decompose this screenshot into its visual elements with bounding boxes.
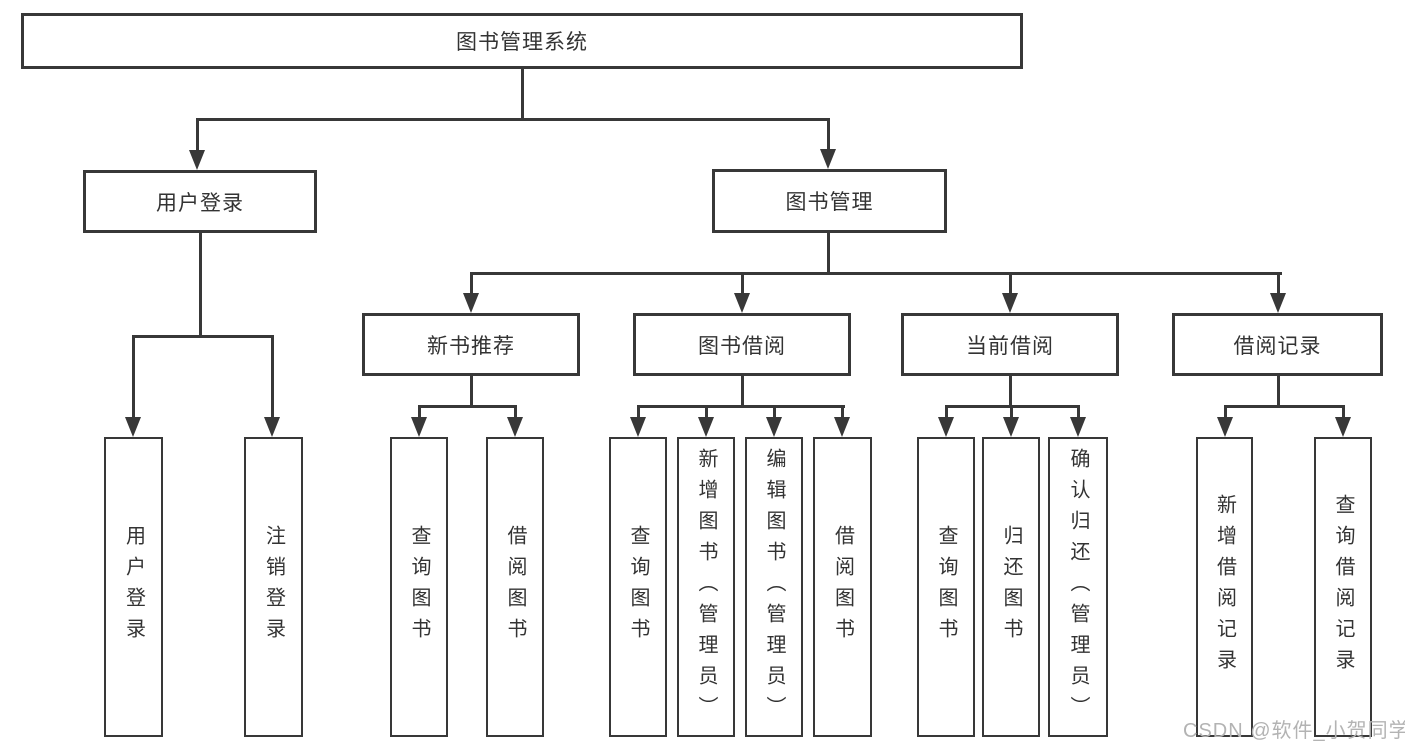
connector-line bbox=[469, 376, 473, 405]
connector-line bbox=[1076, 405, 1080, 417]
connector-line bbox=[826, 118, 830, 150]
connector-line bbox=[270, 335, 274, 417]
connector-line bbox=[944, 405, 948, 417]
connector-line bbox=[1009, 405, 1013, 417]
connector-line bbox=[1008, 376, 1012, 405]
connector-line bbox=[1008, 272, 1012, 293]
node-borrowing-records: 借阅记录 bbox=[1172, 313, 1383, 376]
csdn-watermark: CSDN @软件_小贺同学 bbox=[1183, 720, 1405, 742]
node-new-book-recommendation: 新书推荐 bbox=[362, 313, 580, 376]
arrow-down-icon bbox=[630, 417, 646, 437]
arrow-down-icon bbox=[1003, 417, 1019, 437]
leaf-edit-book-admin: 编辑图书（管理员） bbox=[745, 437, 803, 737]
connector-line bbox=[636, 405, 845, 408]
leaf-user-login: 用户登录 bbox=[104, 437, 163, 737]
arrow-down-icon bbox=[1002, 293, 1018, 313]
connector-line bbox=[826, 233, 830, 272]
node-book-borrowing: 图书借阅 bbox=[633, 313, 851, 376]
connector-line bbox=[469, 272, 1282, 275]
leaf-borrow-book-1: 借阅图书 bbox=[486, 437, 544, 737]
arrow-down-icon bbox=[463, 293, 479, 313]
arrow-down-icon bbox=[411, 417, 427, 437]
arrow-down-icon bbox=[834, 417, 850, 437]
arrow-down-icon bbox=[766, 417, 782, 437]
node-root-library-system: 图书管理系统 bbox=[21, 13, 1023, 69]
arrow-down-icon bbox=[1270, 293, 1286, 313]
connector-line bbox=[840, 405, 844, 417]
node-user-login: 用户登录 bbox=[83, 170, 317, 233]
arrow-down-icon bbox=[734, 293, 750, 313]
connector-line bbox=[636, 405, 640, 417]
connector-line bbox=[520, 66, 524, 118]
connector-line bbox=[740, 376, 744, 405]
arrow-down-icon bbox=[698, 417, 714, 437]
arrow-down-icon bbox=[264, 417, 280, 437]
connector-line bbox=[198, 233, 202, 335]
connector-line bbox=[469, 272, 473, 293]
arrow-down-icon bbox=[1217, 417, 1233, 437]
connector-line bbox=[131, 335, 274, 338]
arrow-down-icon bbox=[1335, 417, 1351, 437]
node-current-borrowing: 当前借阅 bbox=[901, 313, 1119, 376]
arrow-down-icon bbox=[820, 149, 836, 169]
connector-line bbox=[1223, 405, 1345, 408]
connector-line bbox=[740, 272, 744, 293]
connector-line bbox=[1223, 405, 1227, 417]
leaf-borrow-book-2: 借阅图书 bbox=[813, 437, 872, 737]
connector-line bbox=[1341, 405, 1345, 417]
leaf-confirm-return-admin: 确认归还（管理员） bbox=[1048, 437, 1108, 737]
arrow-down-icon bbox=[125, 417, 141, 437]
leaf-query-book-3: 查询图书 bbox=[917, 437, 975, 737]
arrow-down-icon bbox=[189, 150, 205, 170]
leaf-return-book: 归还图书 bbox=[982, 437, 1040, 737]
connector-line bbox=[195, 118, 830, 121]
connector-line bbox=[772, 405, 776, 417]
arrow-down-icon bbox=[938, 417, 954, 437]
connector-line bbox=[195, 118, 199, 151]
leaf-query-book-1: 查询图书 bbox=[390, 437, 448, 737]
connector-line bbox=[417, 405, 421, 417]
connector-line bbox=[131, 335, 135, 417]
leaf-query-book-2: 查询图书 bbox=[609, 437, 667, 737]
leaf-add-book-admin: 新增图书（管理员） bbox=[677, 437, 735, 737]
arrow-down-icon bbox=[507, 417, 523, 437]
node-book-management: 图书管理 bbox=[712, 169, 947, 233]
connector-line bbox=[1276, 272, 1280, 293]
leaf-add-borrow-record: 新增借阅记录 bbox=[1196, 437, 1253, 737]
connector-line bbox=[417, 405, 517, 408]
connector-line bbox=[513, 405, 517, 417]
connector-line bbox=[1276, 376, 1280, 405]
leaf-logout: 注销登录 bbox=[244, 437, 303, 737]
connector-line bbox=[704, 405, 708, 417]
arrow-down-icon bbox=[1070, 417, 1086, 437]
leaf-query-borrow-record: 查询借阅记录 bbox=[1314, 437, 1372, 737]
